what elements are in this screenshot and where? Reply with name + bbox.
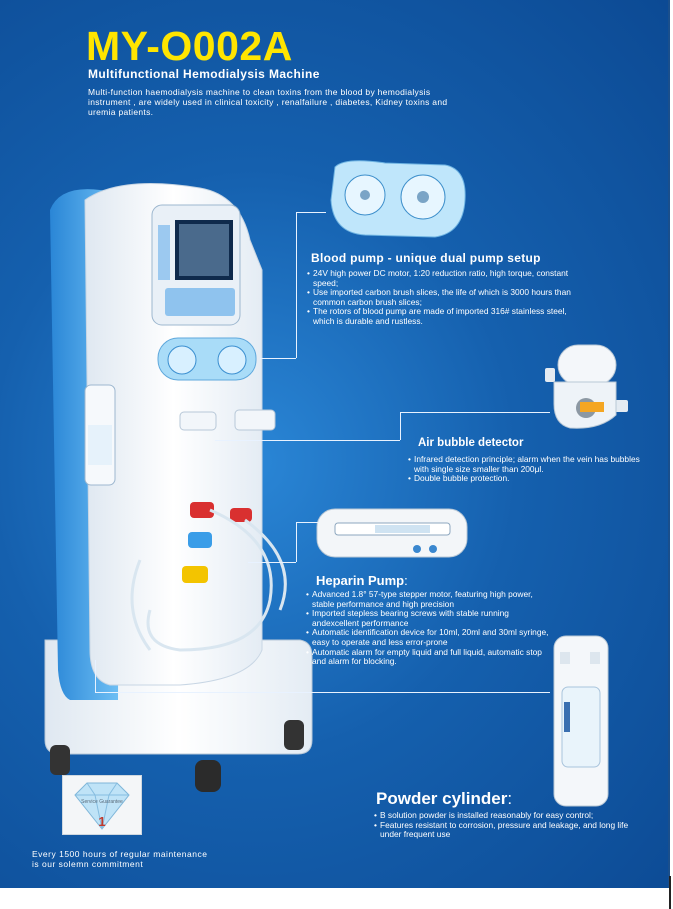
footer-line-2: is our solemn commitment [32, 859, 144, 869]
badge-number: 1 [98, 814, 106, 829]
blood-pump-title: Blood pump - unique dual pump setup [311, 251, 541, 265]
crop-mark [669, 876, 671, 909]
list-item: B solution powder is installed reasonabl… [374, 810, 644, 821]
diamond-badge-icon [74, 782, 130, 830]
intro-text: Multi-function haemodialysis machine to … [88, 87, 448, 117]
list-item: The rotors of blood pump are made of imp… [307, 307, 582, 326]
poster: MY-O002A Multifunctional Hemodialysis Ma… [0, 0, 668, 888]
list-item: Infrared detection principle; alarm when… [408, 454, 648, 474]
list-item: Automatic alarm for empty liquid and ful… [306, 647, 551, 667]
air-bubble-title: Air bubble detector [418, 437, 524, 449]
badge-text: Service Guarantee [81, 799, 123, 805]
list-item: Imported stepless bearing screws with st… [306, 608, 551, 628]
machine-illustration [44, 183, 313, 792]
air-bubble-detector-icon [545, 344, 628, 429]
heparin-title-group: Heparin Pump: [316, 573, 408, 588]
footer-line-1: Every 1500 hours of regular maintenance [32, 849, 208, 859]
list-item: Use imported carbon brush slices, the li… [307, 287, 582, 307]
heparin-syringe-icon [316, 508, 468, 558]
list-item: Automatic identification device for 10ml… [306, 628, 551, 647]
blood-pump-bullets: 24V high power DC motor, 1:20 reduction … [307, 268, 582, 327]
heparin-title: Heparin Pump [316, 573, 405, 588]
list-item: Double bubble protection. [408, 474, 648, 484]
page-edge [668, 0, 670, 888]
page-subtitle: Multifunctional Hemodialysis Machine [88, 67, 320, 81]
powder-title: Powder cylinder [376, 789, 508, 808]
powder-title-group: Powder cylinder: [376, 789, 512, 809]
service-badge: Service Guarantee 1 [62, 775, 142, 835]
page-title: MY-O002A [86, 23, 293, 69]
heparin-bullets: Advanced 1.8° 57-type stepper motor, fea… [306, 589, 551, 667]
list-item: 24V high power DC motor, 1:20 reduction … [307, 268, 582, 288]
blood-pump-icon [330, 160, 466, 238]
air-bubble-bullets: Infrared detection principle; alarm when… [408, 454, 648, 484]
powder-cylinder-icon [553, 635, 609, 807]
powder-bullets: B solution powder is installed reasonabl… [374, 810, 644, 840]
footer-text: Every 1500 hours of regular maintenance … [32, 849, 207, 869]
powder-title-suffix: : [507, 789, 513, 808]
heparin-title-suffix: : [404, 573, 408, 588]
list-item: Advanced 1.8° 57-type stepper motor, fea… [306, 589, 551, 609]
list-item: Features resistant to corrosion, pressur… [374, 820, 644, 840]
